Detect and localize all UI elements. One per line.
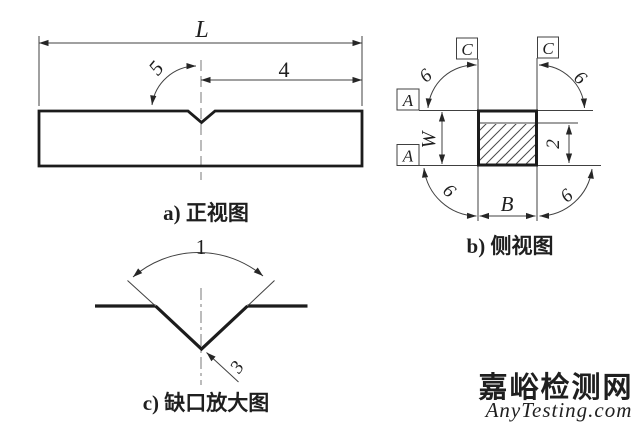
watermark-site-name: 嘉峪检测网: [478, 370, 633, 404]
datum-box-a-top: [396, 88, 420, 111]
specimen-bar-outline: [37, 109, 364, 168]
datum-label-a-bottom: A: [402, 147, 414, 166]
dim-label-2: 2: [543, 139, 564, 149]
flank-extension-left: [127, 280, 156, 307]
dim-label-5: 5: [143, 56, 168, 79]
datum-box-c-left: [456, 37, 478, 60]
angle-arc-6-top-left: [425, 61, 477, 109]
side-view-caption: b) 侧视图: [467, 234, 554, 258]
dim-label-1: 1: [196, 235, 207, 259]
dim-label-W: W: [418, 129, 440, 148]
dim-label-B: B: [501, 192, 514, 216]
cross-section-outline: [477, 109, 538, 167]
datum-label-a-top: A: [402, 91, 414, 110]
notch-view-caption: c) 缺口放大图: [143, 391, 270, 415]
dim-label-6-bottom-left: 6: [438, 180, 459, 202]
side-view: C C A A W 2 B 6 6 6 6 b) 侧视图: [396, 36, 601, 258]
datum-box-a-bottom: [396, 144, 420, 166]
angle-arc-6-bottom-right: [539, 168, 594, 219]
section-hatch: [480, 124, 536, 164]
radius-leader-3: [206, 352, 239, 383]
angle-arc-5: [150, 63, 197, 106]
notch-detail-view: 1 3 c) 缺口放大图: [95, 235, 308, 415]
datum-label-c-left: C: [461, 40, 473, 59]
dim-label-4: 4: [279, 57, 290, 82]
dim-label-6-bottom-right: 6: [556, 185, 577, 207]
angle-arc-1: [132, 252, 264, 278]
datum-label-c-right: C: [542, 39, 554, 58]
angle-arc-6-bottom-left: [421, 167, 477, 219]
front-view-caption: a) 正视图: [163, 201, 249, 225]
notch-v-flanks: [154, 304, 249, 352]
dim-label-3: 3: [226, 357, 249, 378]
watermark: 嘉峪检测网 AnyTesting.com: [478, 370, 633, 422]
dim-label-6-top-left: 6: [415, 65, 436, 87]
dim-label-6-top-right: 6: [569, 67, 590, 89]
watermark-site-domain: AnyTesting.com: [484, 398, 633, 422]
front-view: L 4 5 a) 正视图: [37, 17, 364, 225]
flank-extension-right: [247, 280, 275, 307]
dim-label-L: L: [194, 17, 208, 43]
datum-box-c-right: [537, 36, 559, 59]
angle-arc-6-top-right: [538, 61, 587, 109]
